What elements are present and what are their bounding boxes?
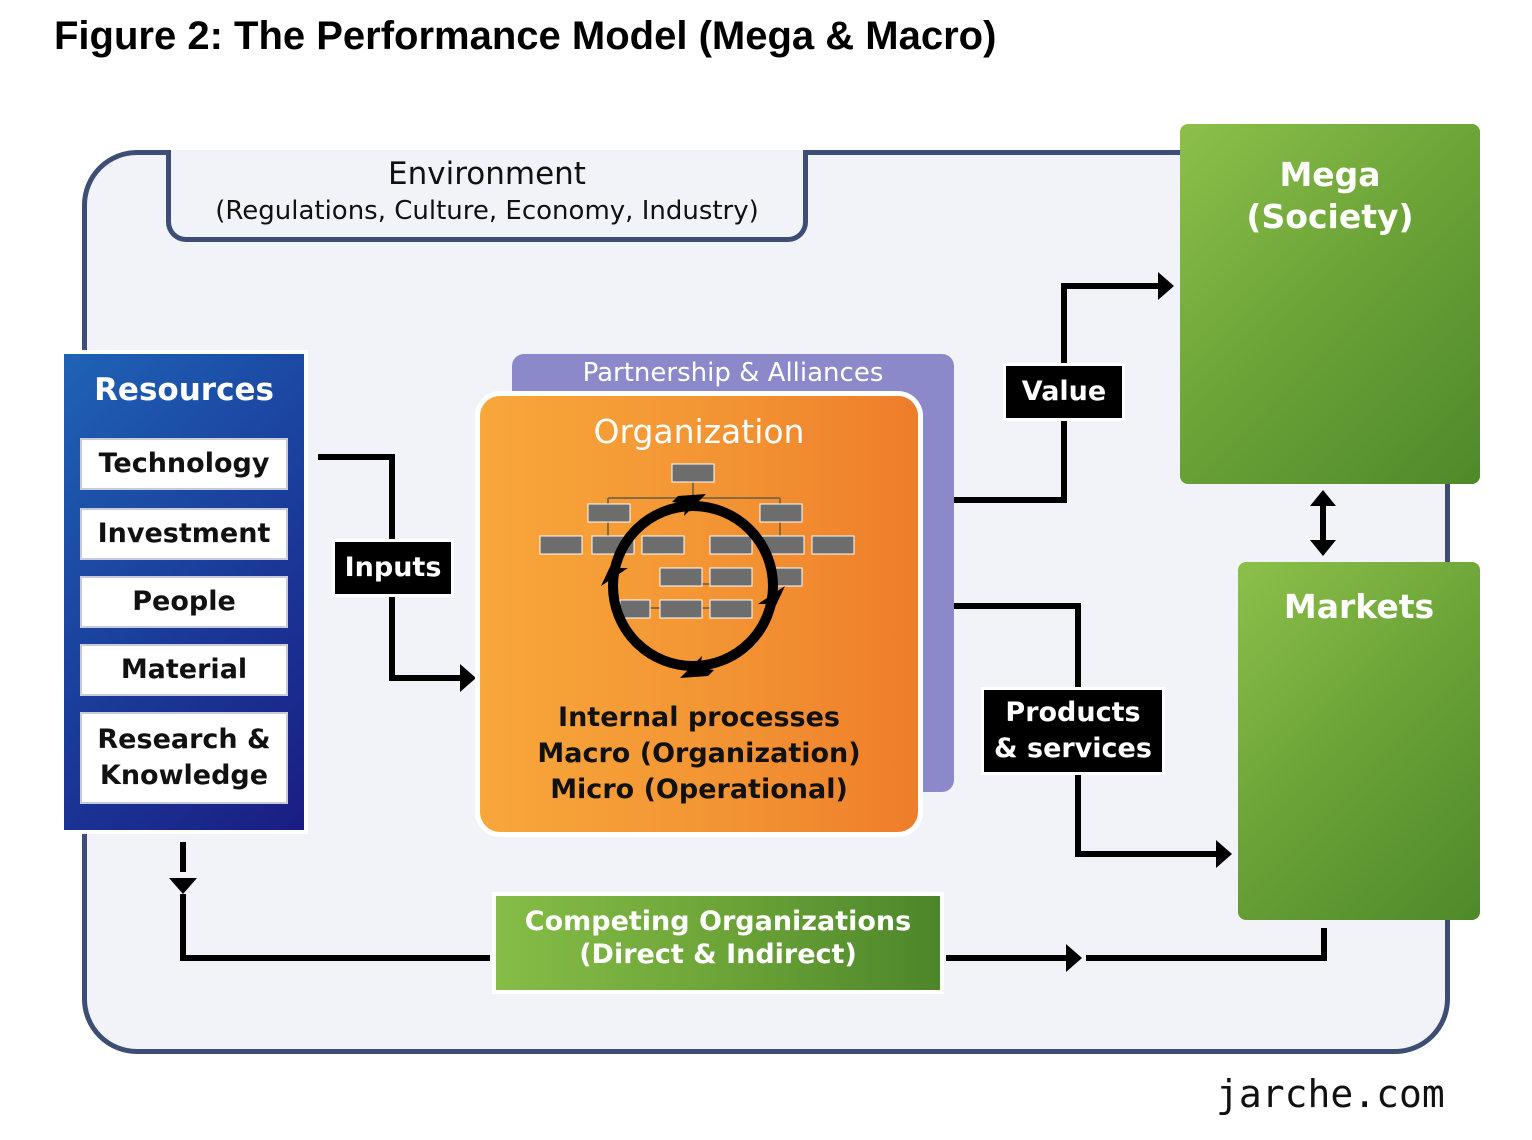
markets-panel: Markets xyxy=(1238,562,1480,920)
org-chart-cycle-icon xyxy=(539,463,855,678)
organization-title: Organization xyxy=(593,412,805,451)
value-arrowhead xyxy=(1158,272,1174,300)
competing-organizations-box: Competing Organizations (Direct & Indire… xyxy=(496,896,940,990)
partnership-title: Partnership & Alliances xyxy=(582,358,884,388)
inputs-arrowhead xyxy=(460,664,476,692)
environment-box: Environment (Regulations, Culture, Econo… xyxy=(166,150,808,242)
resource-people: People xyxy=(80,576,288,628)
organization-macro: Macro (Organization) xyxy=(537,738,861,769)
competing-subtitle: (Direct & Indirect) xyxy=(579,939,857,970)
value-label: Value xyxy=(1006,366,1122,418)
resource-investment: Investment xyxy=(80,508,288,560)
products-arrowhead xyxy=(1216,840,1232,868)
figure-title: Figure 2: The Performance Model (Mega & … xyxy=(54,14,997,58)
environment-title: Environment xyxy=(388,156,586,192)
markets-down-arrowhead xyxy=(1310,540,1336,556)
resource-research-knowledge: Research & Knowledge xyxy=(80,712,288,804)
resources-panel: Resources Technology Investment People M… xyxy=(64,354,304,830)
organization-internal-processes: Internal processes xyxy=(558,702,840,733)
mega-title: Mega xyxy=(1279,155,1381,194)
products-label-line2: & services xyxy=(994,733,1152,764)
mega-up-arrowhead xyxy=(1310,490,1336,506)
resource-material: Material xyxy=(80,644,288,696)
organization-micro: Micro (Operational) xyxy=(550,774,848,805)
organization-panel: Organization xyxy=(480,396,918,832)
mega-society-panel: Mega (Society) xyxy=(1180,124,1480,484)
competing-arrowhead xyxy=(1066,944,1082,972)
inputs-label: Inputs xyxy=(335,542,451,594)
products-label-line1: Products xyxy=(1005,697,1141,728)
competing-title: Competing Organizations xyxy=(524,906,912,937)
markets-title: Markets xyxy=(1283,587,1435,626)
watermark-text: jarche.com xyxy=(1216,1072,1445,1116)
resources-down-arrowhead xyxy=(169,878,197,894)
resources-title: Resources xyxy=(94,372,274,408)
resource-technology: Technology xyxy=(80,438,288,490)
environment-subtitle: (Regulations, Culture, Economy, Industry… xyxy=(215,196,759,226)
products-services-label: Products & services xyxy=(984,690,1162,772)
mega-subtitle: (Society) xyxy=(1246,197,1414,236)
